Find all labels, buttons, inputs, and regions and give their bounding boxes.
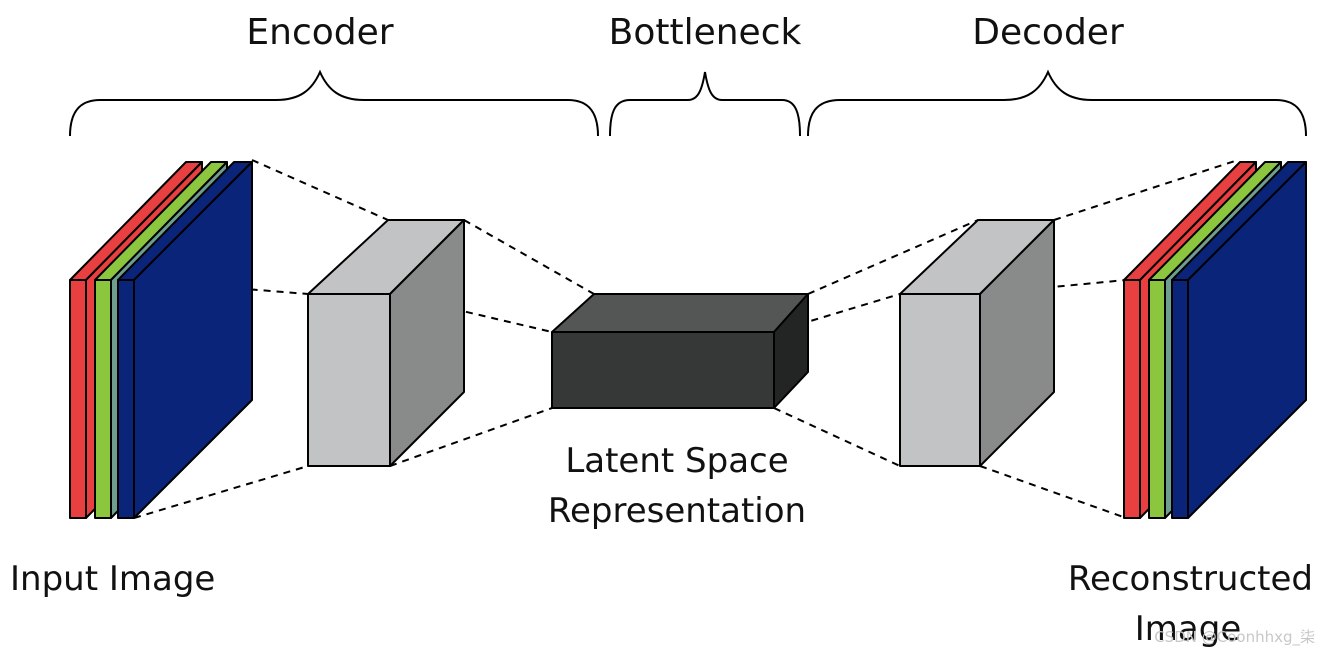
watermark: CSDN @Coonhhxg_柒 xyxy=(1154,628,1315,647)
latent-block xyxy=(551,293,809,409)
output-blue-channel xyxy=(1171,161,1307,519)
latent-label-line1: Latent Space xyxy=(565,441,788,481)
decoder-title: Decoder xyxy=(972,12,1124,53)
bottleneck-brace xyxy=(609,71,801,137)
reconstructed-label-line1: Reconstructed xyxy=(1068,559,1313,599)
encoder-title: Encoder xyxy=(246,12,393,53)
decoder-block xyxy=(899,219,1055,467)
encoder-brace xyxy=(69,69,599,137)
output-image-stack xyxy=(1123,161,1307,519)
input-blue-channel xyxy=(117,161,253,519)
encoder-block xyxy=(307,219,465,467)
input-image-label: Input Image xyxy=(10,559,215,599)
bottleneck-title: Bottleneck xyxy=(609,12,802,53)
reconstructed-label-line2: Image xyxy=(1135,609,1241,649)
input-image-stack xyxy=(69,161,253,519)
latent-label-line2: Representation xyxy=(548,491,806,531)
decoder-brace xyxy=(807,69,1307,137)
projection-lines xyxy=(133,159,1239,519)
